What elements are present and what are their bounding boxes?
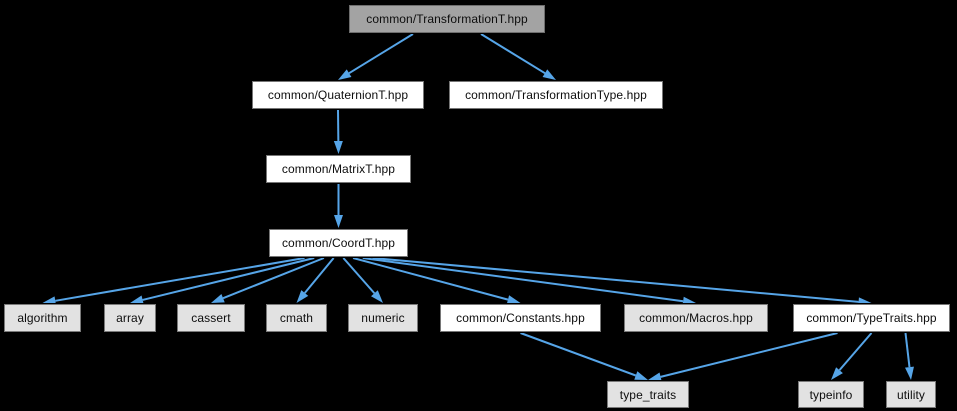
- graph-arrowhead-coordt-to-cassert: [211, 294, 225, 303]
- graph-arrowhead-quaternionT-to-matrixt: [333, 140, 343, 154]
- graph-node-label: utility: [896, 387, 926, 402]
- graph-arrowhead-coordt-to-constants: [506, 295, 521, 304]
- graph-node-algorithm[interactable]: algorithm: [3, 303, 82, 333]
- graph-node-macros[interactable]: common/Macros.hpp: [623, 303, 769, 333]
- graph-edge-coordt-to-macros: [362, 257, 684, 303]
- graph-edge-transformationt-to-quaternionT: [348, 33, 414, 75]
- graph-edge-coordt-to-algorithm: [55, 257, 305, 302]
- graph-node-typeinfo[interactable]: typeinfo: [797, 380, 865, 409]
- graph-arrowhead-coordt-to-macros: [682, 296, 696, 306]
- graph-node-label: array: [116, 311, 144, 325]
- graph-edge-coordt-to-typetraitshpp: [372, 257, 859, 303]
- graph-node-cmath[interactable]: cmath: [265, 303, 328, 333]
- graph-node-numeric[interactable]: numeric: [347, 303, 419, 333]
- graph-node-transformationt[interactable]: common/TransformationT.hpp: [348, 4, 546, 34]
- graph-edge-coordt-to-cmath: [304, 257, 335, 294]
- graph-node-label: cmath: [279, 311, 314, 325]
- graph-node-label: typeinfo: [809, 387, 853, 402]
- graph-node-typetraitshpp[interactable]: common/TypeTraits.hpp: [792, 303, 951, 333]
- graph-edge-typetraitshpp-to-type_traits: [660, 332, 838, 378]
- graph-arrowhead-typetraitshpp-to-utility: [905, 366, 914, 380]
- graph-edge-typetraitshpp-to-utility: [904, 332, 911, 368]
- graph-edge-transformationt-to-transformationtype: [480, 33, 546, 75]
- graph-node-cassert[interactable]: cassert: [176, 303, 246, 333]
- graph-arrowhead-coordt-to-array: [130, 295, 144, 305]
- graph-arrowhead-constants-to-type_traits: [634, 371, 648, 380]
- graph-node-label: cassert: [191, 311, 231, 325]
- graph-node-label: numeric: [361, 311, 405, 325]
- graph-node-label: common/TransformationT.hpp: [366, 12, 528, 26]
- graph-node-label: algorithm: [17, 311, 68, 325]
- graph-node-label: common/Constants.hpp: [456, 311, 585, 325]
- graph-node-label: common/MatrixT.hpp: [281, 162, 396, 176]
- graph-arrowhead-coordt-to-cmath: [296, 290, 309, 303]
- graph-arrowhead-typetraitshpp-to-typeinfo: [831, 367, 843, 380]
- graph-node-transformationtype[interactable]: common/TransformationType.hpp: [448, 80, 664, 110]
- graph-edge-coordt-to-numeric: [342, 257, 376, 294]
- graph-node-label: common/QuaternionT.hpp: [267, 88, 409, 102]
- graph-node-matrixt[interactable]: common/MatrixT.hpp: [265, 154, 412, 184]
- graph-node-type_traits[interactable]: type_traits: [606, 380, 690, 409]
- graph-edge-coordt-to-constants: [352, 257, 509, 301]
- graph-arrowhead-typetraitshpp-to-type_traits: [648, 372, 662, 382]
- graph-node-constants[interactable]: common/Constants.hpp: [439, 303, 602, 333]
- graph-node-label: common/CoordT.hpp: [281, 236, 396, 250]
- graph-node-label: type_traits: [619, 387, 677, 402]
- graph-arrowhead-transformationt-to-quaternionT: [338, 69, 352, 80]
- graph-node-quaternionT[interactable]: common/QuaternionT.hpp: [251, 80, 425, 110]
- graph-edge-constants-to-type_traits: [520, 332, 637, 377]
- graph-edge-coordt-to-array: [142, 257, 315, 301]
- graph-node-coordt[interactable]: common/CoordT.hpp: [268, 228, 409, 258]
- graph-edge-typetraitshpp-to-typeinfo: [838, 332, 873, 371]
- graph-node-label: common/TransformationType.hpp: [465, 88, 647, 102]
- graph-node-label: common/Macros.hpp: [639, 311, 753, 325]
- graph-node-utility[interactable]: utility: [885, 380, 937, 409]
- graph-arrowhead-transformationt-to-transformationtype: [542, 69, 556, 80]
- graph-node-label: common/TypeTraits.hpp: [806, 311, 937, 325]
- graph-edge-coordt-to-cassert: [222, 257, 325, 300]
- graph-arrowhead-matrixt-to-coordt: [334, 215, 343, 228]
- graph-arrowhead-coordt-to-algorithm: [42, 296, 57, 306]
- graph-node-array[interactable]: array: [103, 303, 157, 333]
- graph-arrowhead-coordt-to-numeric: [371, 290, 383, 303]
